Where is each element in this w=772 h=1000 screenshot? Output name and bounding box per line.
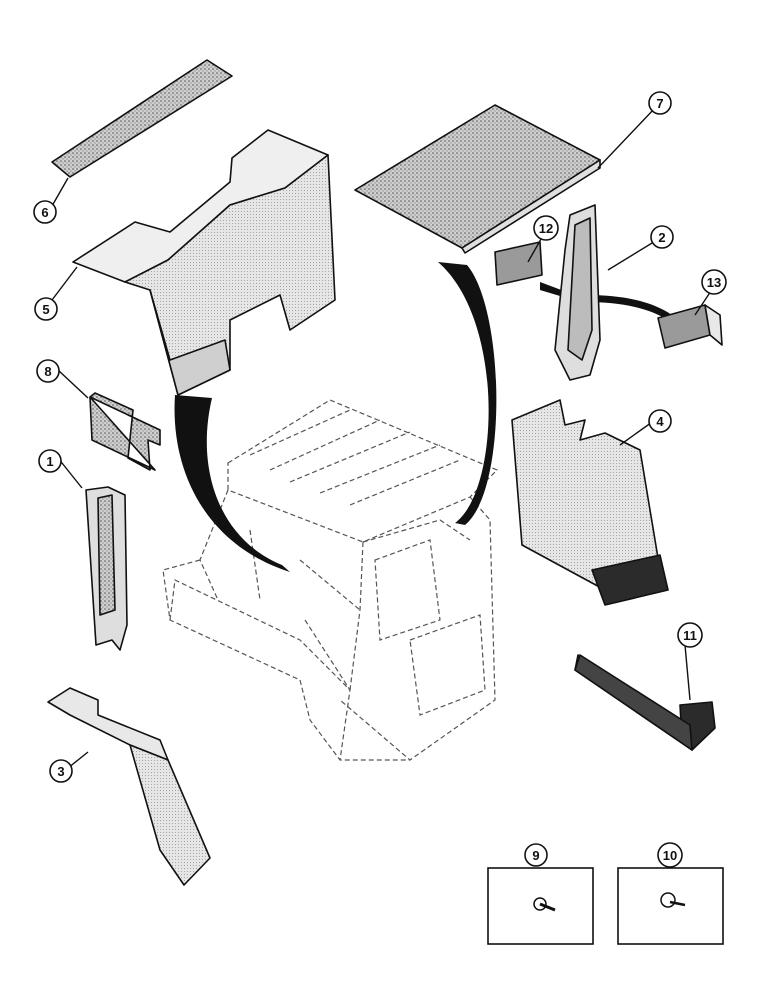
svg-text:6: 6 — [41, 205, 48, 220]
clip-connector-13 — [585, 295, 672, 320]
callout-1: 1 — [38, 449, 62, 473]
callout-4: 4 — [648, 409, 672, 433]
callout-9: 9 — [524, 843, 548, 867]
svg-text:5: 5 — [42, 302, 49, 317]
part-1-vertical-trim — [85, 486, 128, 651]
callout-7: 7 — [648, 91, 672, 115]
svg-text:2: 2 — [658, 230, 665, 245]
assembly-arrow-right — [438, 262, 497, 525]
svg-text:10: 10 — [663, 848, 677, 863]
assembly-arrow-left — [174, 395, 290, 572]
part-9-hardware-box — [487, 867, 594, 945]
part-7-roof-liner — [354, 104, 601, 254]
svg-text:4: 4 — [656, 414, 664, 429]
part-10-hardware-box — [617, 867, 724, 945]
part-5-rear-panel — [72, 129, 336, 396]
svg-text:12: 12 — [539, 221, 553, 236]
callout-6: 6 — [33, 200, 57, 224]
callout-2: 2 — [650, 225, 674, 249]
callout-5: 5 — [34, 297, 58, 321]
svg-text:3: 3 — [57, 764, 64, 779]
callout-3: 3 — [49, 759, 73, 783]
callout-10: 10 — [657, 842, 683, 868]
part-3-floor-trim — [47, 687, 211, 886]
part-12-clip — [494, 241, 543, 286]
part-13-clip — [657, 304, 723, 349]
callout-12: 12 — [533, 215, 559, 241]
part-2-side-post — [554, 204, 601, 381]
leader-lines — [51, 107, 716, 769]
part-6-headliner-strip — [51, 59, 233, 178]
callout-8: 8 — [36, 359, 60, 383]
svg-text:7: 7 — [656, 96, 663, 111]
svg-text:11: 11 — [683, 628, 697, 643]
svg-text:8: 8 — [44, 364, 51, 379]
svg-text:9: 9 — [532, 848, 539, 863]
part-4-side-panel — [511, 399, 669, 606]
callout-11: 11 — [677, 622, 703, 648]
svg-text:1: 1 — [46, 454, 53, 469]
svg-text:13: 13 — [707, 275, 721, 290]
cab-frame — [162, 399, 499, 761]
part-8-small-panel — [89, 392, 161, 471]
callout-13: 13 — [701, 269, 727, 295]
part-11-trim-angle — [574, 654, 716, 751]
